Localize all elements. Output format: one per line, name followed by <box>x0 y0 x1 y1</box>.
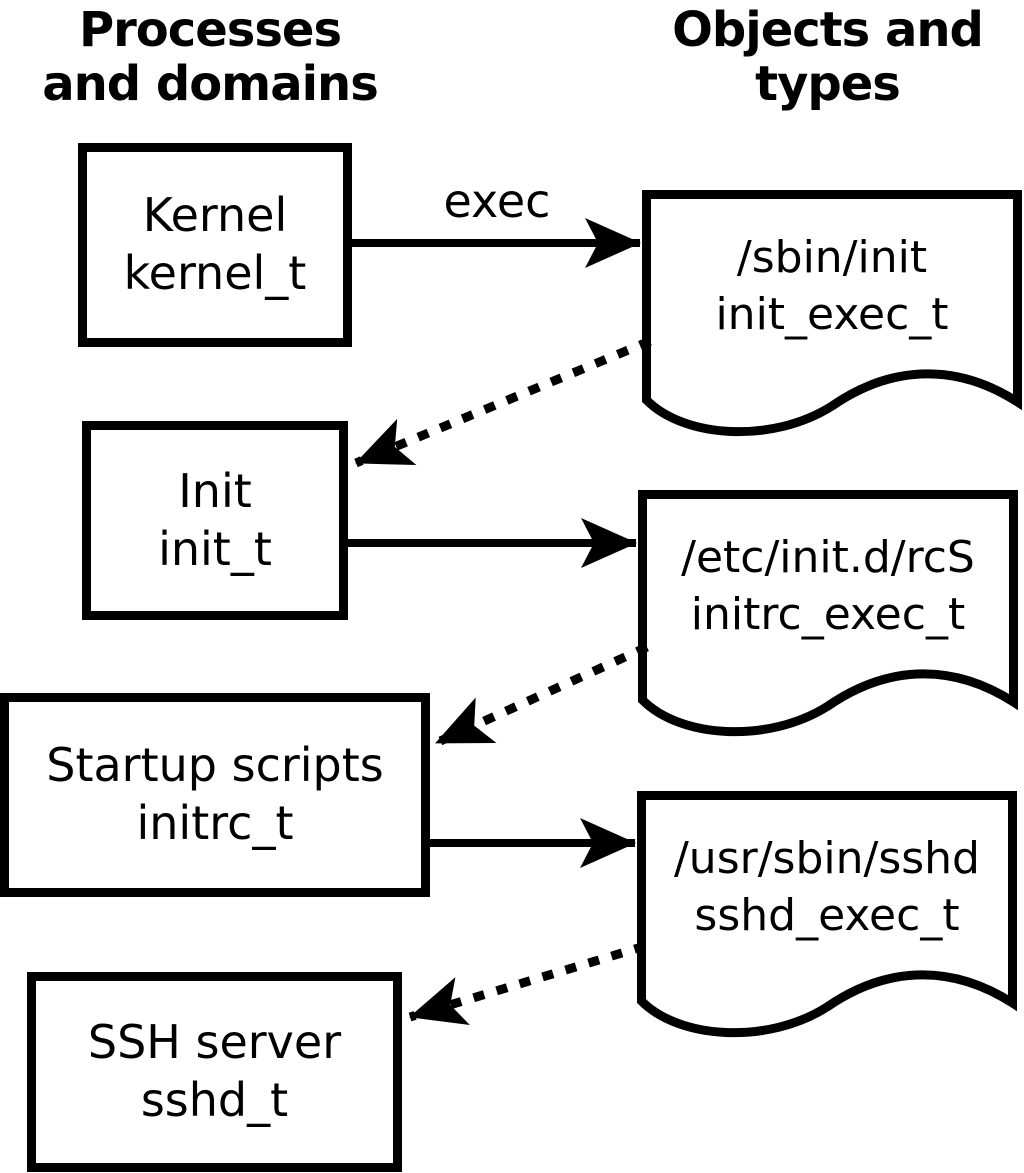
object-label-sbin-init: /sbin/init init_exec_t <box>642 196 1022 376</box>
object-path: /sbin/init <box>736 231 928 283</box>
process-name: SSH server <box>87 1015 342 1070</box>
column-header-objects: Objects and types <box>635 2 1020 112</box>
process-box-ssh-server: SSH server sshd_t <box>27 972 402 1172</box>
process-box-init: Init init_t <box>82 421 348 620</box>
object-path: /etc/init.d/rcS <box>681 531 975 583</box>
process-domain-type: sshd_t <box>140 1073 289 1127</box>
transition-arrow-sshd-exec-to-sshd <box>408 941 647 1026</box>
transition-arrow-initrc-exec-to-initrc <box>434 642 649 748</box>
object-label-etc-initd-rcs: /etc/init.d/rcS initrc_exec_t <box>638 496 1018 676</box>
header-line: Objects and <box>672 2 984 58</box>
exec-edge-label: exec <box>443 174 551 228</box>
header-line: types <box>755 55 901 112</box>
process-domain-type: initrc_t <box>136 796 294 850</box>
column-header-processes: Processes and domains <box>10 2 410 112</box>
transition-arrow-init-exec-to-init <box>354 336 652 468</box>
process-box-kernel: Kernel kernel_t <box>78 143 352 347</box>
object-file-type: init_exec_t <box>715 289 949 340</box>
header-line: Processes <box>78 2 342 58</box>
object-path: /usr/sbin/sshd <box>673 832 980 884</box>
object-file-type: initrc_exec_t <box>690 589 966 640</box>
process-domain-type: kernel_t <box>123 246 307 300</box>
header-line: and domains <box>42 55 379 112</box>
process-name: Kernel <box>142 188 288 243</box>
process-name: Init <box>178 463 252 518</box>
object-label-usr-sbin-sshd: /usr/sbin/sshd sshd_exec_t <box>637 797 1017 977</box>
process-name: Startup scripts <box>46 738 384 793</box>
process-domain-type: init_t <box>158 521 272 576</box>
process-box-startup-scripts: Startup scripts initrc_t <box>0 693 430 897</box>
object-file-type: sshd_exec_t <box>694 890 960 941</box>
